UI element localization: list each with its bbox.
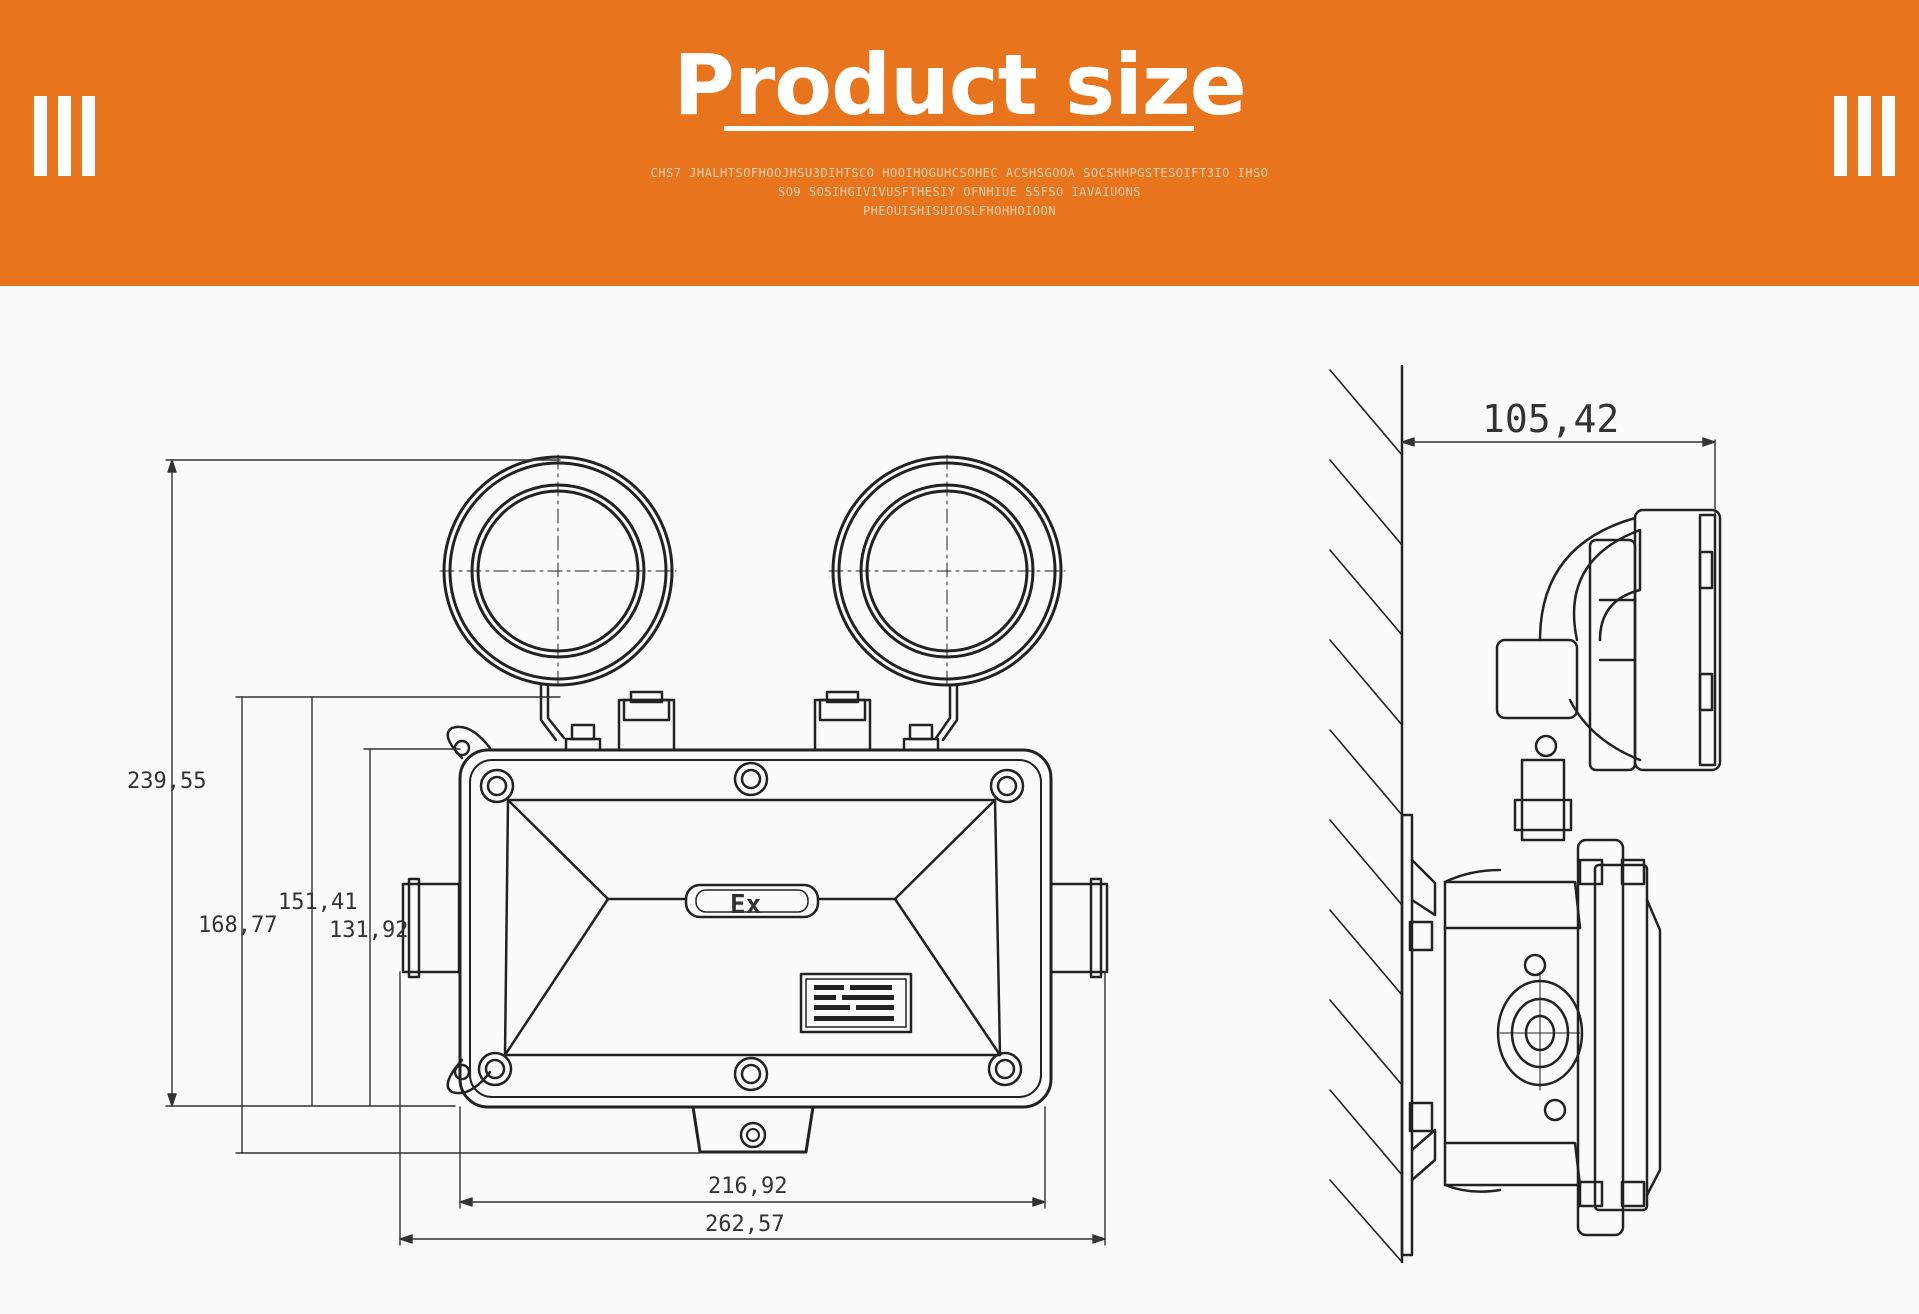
wall-bracket bbox=[1400, 813, 1437, 1257]
side-enclosure bbox=[1443, 838, 1662, 1237]
technical-drawing: 239,55 168,77 151,41 131,92 216,92 262,5… bbox=[127, 364, 1722, 1264]
lamp-stems bbox=[539, 683, 959, 752]
front-dimensions bbox=[165, 459, 1106, 1246]
enclosure-screws bbox=[477, 761, 1025, 1092]
header-banner: Product size CHS7 JHALHTSOFHOOJHSU3DIHTS… bbox=[0, 0, 1919, 286]
mounting-ears bbox=[446, 725, 492, 1095]
dim-168-77: 168,77 bbox=[198, 913, 277, 938]
dim-239-55: 239,55 bbox=[127, 769, 206, 794]
decorative-bars-right-icon bbox=[1834, 96, 1906, 176]
side-view bbox=[1329, 364, 1722, 1264]
side-lamp-head bbox=[1495, 508, 1722, 842]
dim-262-57: 262,57 bbox=[705, 1212, 784, 1237]
subtitle-line-1: CHS7 JHALHTSOFHOOJHSU3DIHTSCO HOOIHOGUHC… bbox=[650, 166, 1269, 180]
page-title: Product size bbox=[673, 36, 1246, 134]
side-cable-entries bbox=[401, 877, 1109, 979]
ex-mark: Ex bbox=[730, 890, 761, 920]
dim-216-92: 216,92 bbox=[708, 1174, 787, 1199]
lamp-head-left bbox=[439, 454, 677, 691]
dim-105-42: 105,42 bbox=[1482, 397, 1619, 441]
header-subtitle: CHS7 JHALHTSOFHOOJHSU3DIHTSCO HOOIHOGUHC… bbox=[0, 164, 1919, 221]
lamp-head-right bbox=[828, 454, 1066, 691]
cable-glands-top bbox=[617, 690, 872, 752]
title-underline bbox=[724, 126, 1194, 131]
dim-131-92: 131,92 bbox=[329, 918, 408, 943]
subtitle-line-3: PHEOUISHISUIOSLFHOHHOIOON bbox=[862, 204, 1057, 218]
subtitle-line-2: SO9 SOSIHGIVIVUSFTHESIY OFNHIUE SSFSO IA… bbox=[777, 185, 1142, 199]
enclosure bbox=[458, 748, 1053, 1154]
dim-151-41: 151,41 bbox=[278, 890, 357, 915]
side-dimensions bbox=[1401, 437, 1716, 516]
dimension-labels: 239,55 168,77 151,41 131,92 216,92 262,5… bbox=[127, 397, 1619, 1237]
decorative-bars-left-icon bbox=[34, 96, 106, 176]
wall-hatching bbox=[1329, 369, 1403, 1263]
front-view bbox=[401, 454, 1109, 1154]
